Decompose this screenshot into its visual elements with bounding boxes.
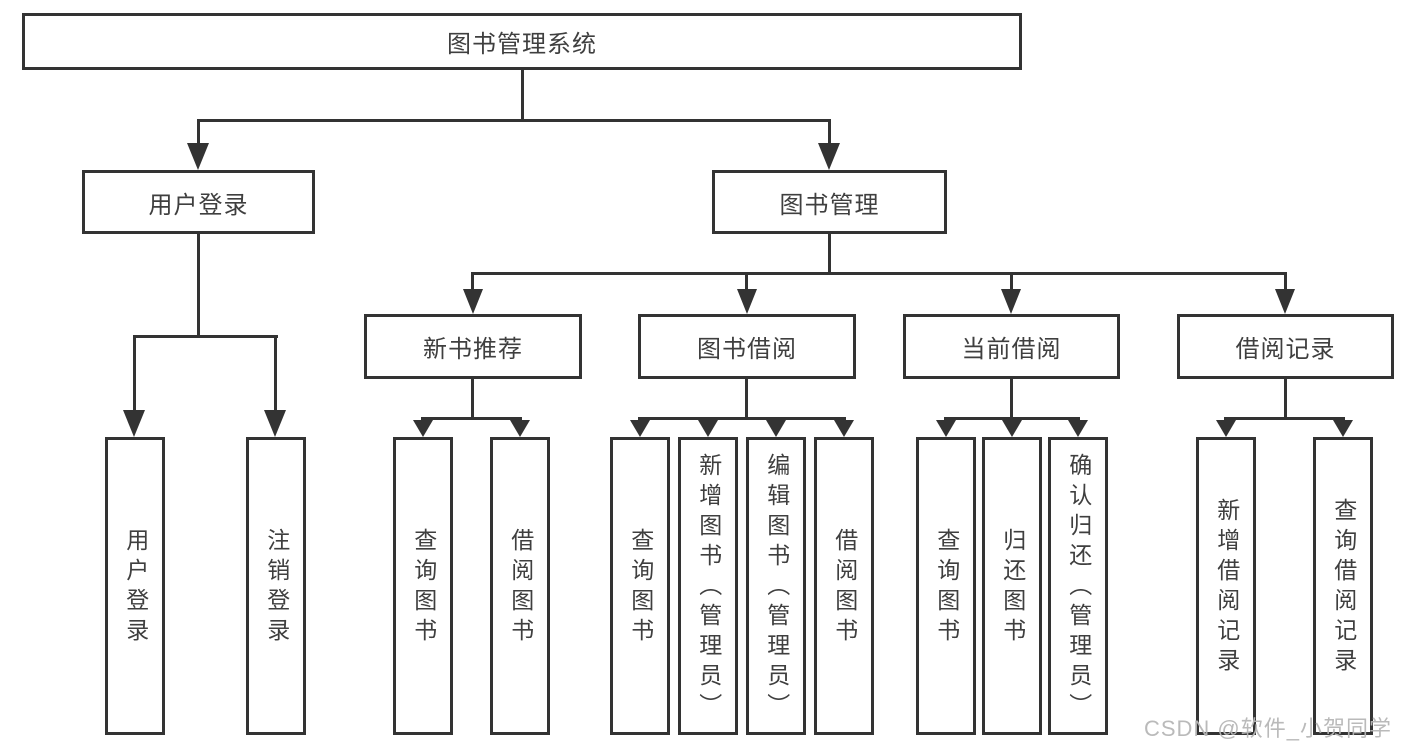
csdn-watermark: CSDN @软件_小贺同学 <box>1143 716 1392 741</box>
connector-line <box>1224 417 1345 420</box>
node-book-management: 图书管理 <box>712 170 947 234</box>
leaf-confirm-return-admin: 确认归还（管理员） <box>1048 437 1108 735</box>
leaf-add-book-admin: 新增图书（管理员） <box>678 437 738 735</box>
leaf-borrow-books-recommend: 借阅图书 <box>490 437 550 735</box>
arrowhead-down-icon <box>1275 289 1295 314</box>
connector-line <box>133 335 136 413</box>
arrowhead-down-icon <box>737 289 757 314</box>
leaf-query-borrow-record: 查询借阅记录 <box>1313 437 1373 735</box>
arrowhead-down-icon <box>510 420 530 437</box>
leaf-query-books-borrow: 查询图书 <box>610 437 670 735</box>
connector-line <box>471 272 474 292</box>
arrowhead-down-icon <box>264 410 286 437</box>
arrowhead-down-icon <box>818 143 840 170</box>
leaf-query-books-recommend: 查询图书 <box>393 437 453 735</box>
arrowhead-down-icon <box>630 420 650 437</box>
connector-line <box>471 272 1287 275</box>
connector-line <box>471 379 474 419</box>
connector-line <box>197 119 831 122</box>
connector-line <box>1010 272 1013 292</box>
node-user-login: 用户登录 <box>82 170 315 234</box>
connector-line <box>197 234 200 338</box>
leaf-return-book: 归还图书 <box>982 437 1042 735</box>
connector-line <box>274 335 277 413</box>
leaf-user-login: 用户登录 <box>105 437 165 735</box>
arrowhead-down-icon <box>1002 420 1022 437</box>
connector-line <box>828 119 831 147</box>
connector-line <box>745 272 748 292</box>
connector-line <box>1010 379 1013 419</box>
connector-line <box>1284 379 1287 419</box>
arrowhead-down-icon <box>123 410 145 437</box>
leaf-borrow-books-borrow: 借阅图书 <box>814 437 874 735</box>
arrowhead-down-icon <box>1333 420 1353 437</box>
node-new-book-recommend: 新书推荐 <box>364 314 582 379</box>
leaf-edit-book-admin: 编辑图书（管理员） <box>746 437 806 735</box>
connector-line <box>133 335 278 338</box>
leaf-add-borrow-record: 新增借阅记录 <box>1196 437 1256 735</box>
arrowhead-down-icon <box>766 420 786 437</box>
connector-line <box>745 379 748 419</box>
arrowhead-down-icon <box>1216 420 1236 437</box>
arrowhead-down-icon <box>698 420 718 437</box>
connector-line <box>1284 272 1287 292</box>
connector-line <box>197 119 200 147</box>
connector-line <box>421 417 522 420</box>
node-borrow-record: 借阅记录 <box>1177 314 1394 379</box>
arrowhead-down-icon <box>463 289 483 314</box>
node-book-borrow: 图书借阅 <box>638 314 856 379</box>
arrowhead-down-icon <box>834 420 854 437</box>
arrowhead-down-icon <box>413 420 433 437</box>
leaf-logout: 注销登录 <box>246 437 306 735</box>
connector-line <box>638 417 846 420</box>
connector-line <box>521 69 524 122</box>
node-current-borrow: 当前借阅 <box>903 314 1120 379</box>
connector-line <box>944 417 1080 420</box>
arrowhead-down-icon <box>1068 420 1088 437</box>
node-root: 图书管理系统 <box>22 13 1022 70</box>
connector-line <box>828 234 831 275</box>
leaf-query-books-current: 查询图书 <box>916 437 976 735</box>
arrowhead-down-icon <box>1001 289 1021 314</box>
arrowhead-down-icon <box>936 420 956 437</box>
arrowhead-down-icon <box>187 143 209 170</box>
